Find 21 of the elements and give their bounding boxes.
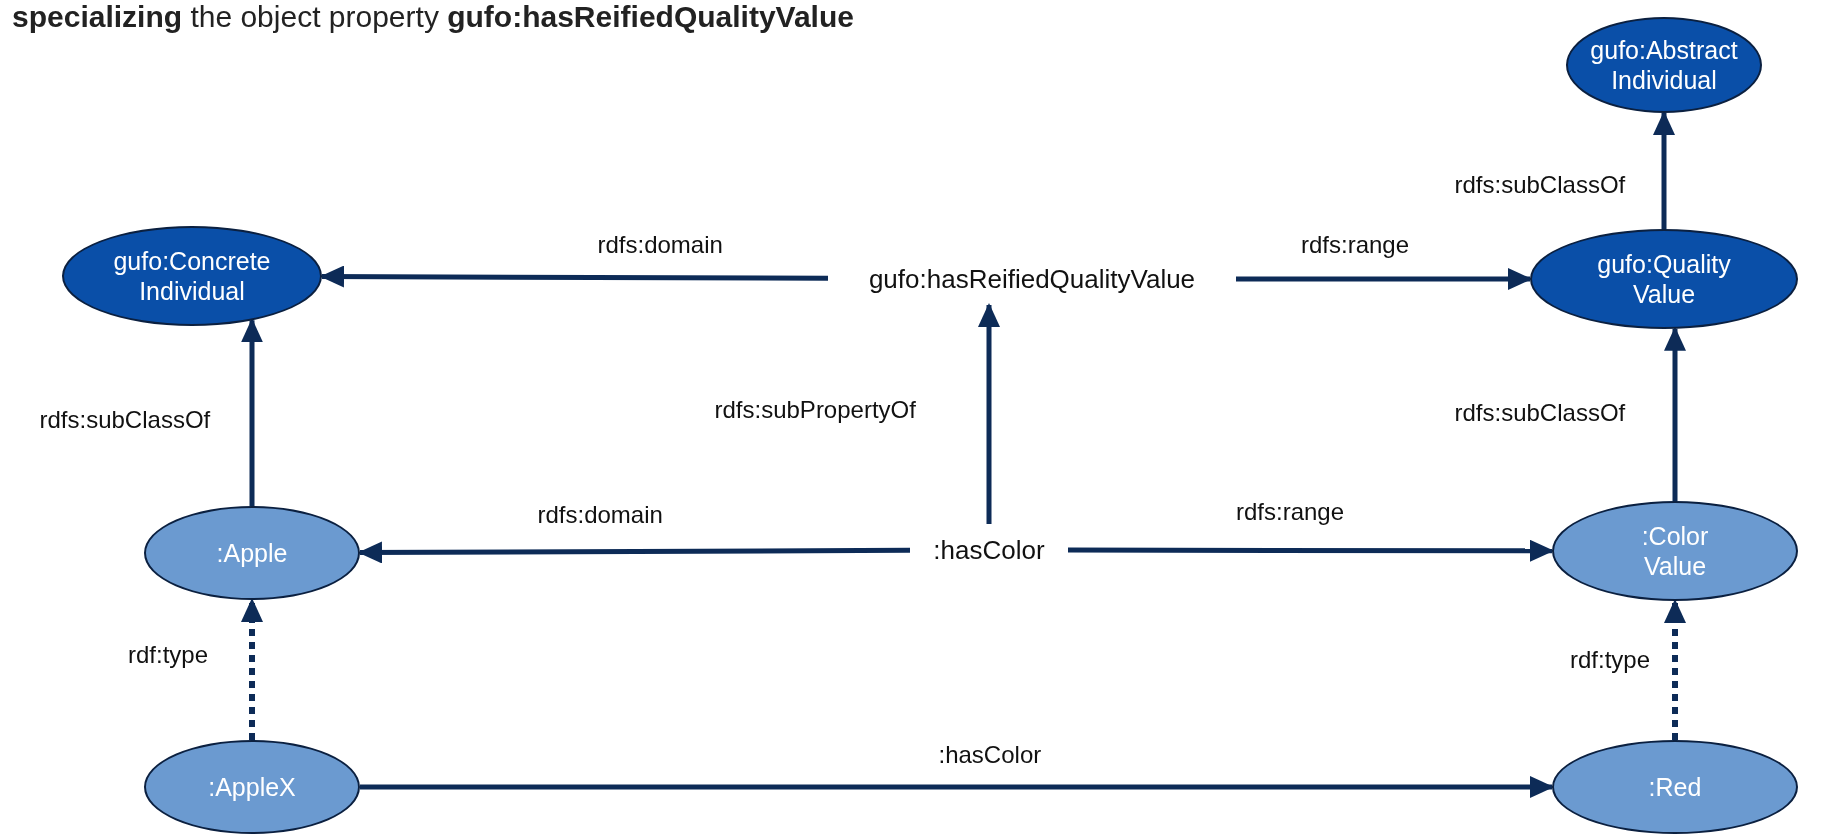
arrow bbox=[978, 303, 1000, 524]
arrow bbox=[360, 776, 1554, 798]
property-label: gufo:hasReifiedQualityValue bbox=[832, 257, 1232, 301]
arrow bbox=[1664, 326, 1686, 501]
arrow bbox=[320, 265, 828, 288]
arrow bbox=[241, 318, 263, 506]
class-ellipse: gufo:Quality Value bbox=[1530, 229, 1798, 329]
arrow bbox=[1068, 539, 1554, 562]
class-ellipse: gufo:Concrete Individual bbox=[62, 226, 322, 326]
class-ellipse: :AppleX bbox=[144, 740, 360, 834]
property-label: :hasColor bbox=[914, 528, 1064, 572]
arrow bbox=[1236, 268, 1532, 290]
class-ellipse: :Color Value bbox=[1552, 501, 1798, 601]
class-ellipse: gufo:Abstract Individual bbox=[1566, 17, 1762, 113]
class-ellipse: :Red bbox=[1552, 740, 1798, 834]
dashed-arrow bbox=[1664, 599, 1686, 740]
class-ellipse: :Apple bbox=[144, 506, 360, 600]
title: specializing the object property gufo:hasReifiedQualityValue bbox=[12, 0, 854, 34]
dashed-arrow bbox=[241, 598, 263, 740]
arrow bbox=[358, 541, 910, 564]
arrow bbox=[1653, 111, 1675, 229]
